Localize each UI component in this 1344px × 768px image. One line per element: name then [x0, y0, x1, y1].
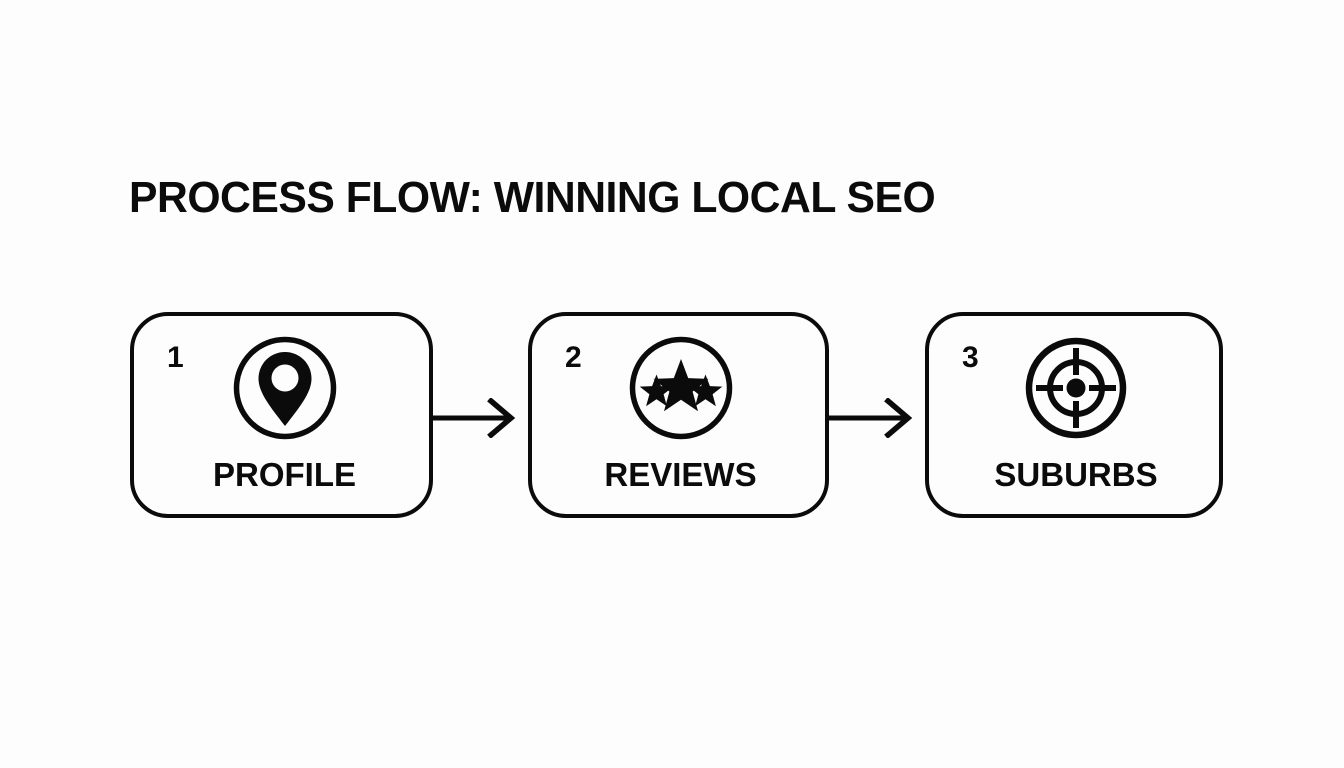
step-label-reviews: REVIEWS [604, 456, 757, 493]
step-number-1: 1 [167, 341, 184, 374]
arrow-right-icon [828, 397, 914, 439]
arrow-right-icon [431, 397, 517, 439]
map-pin-icon [134, 336, 429, 440]
flow-step-card-profile[interactable]: 1 PROFILE [130, 312, 433, 518]
step-label-suburbs: SUBURBS [994, 456, 1158, 493]
step-number-3: 3 [962, 341, 979, 374]
flow-step-card-reviews[interactable]: 2 REVIEWS [528, 312, 829, 518]
page-title: PROCESS FLOW: WINNING LOCAL SEO [129, 173, 936, 222]
crosshair-target-icon [929, 336, 1219, 440]
step-number-2: 2 [565, 341, 582, 374]
flow-step-card-suburbs[interactable]: 3 SUBURBS [925, 312, 1223, 518]
three-stars-icon [532, 336, 825, 440]
step-label-profile: PROFILE [212, 456, 356, 493]
process-flow-row: 1 PROFILE 2 [0, 312, 1344, 522]
